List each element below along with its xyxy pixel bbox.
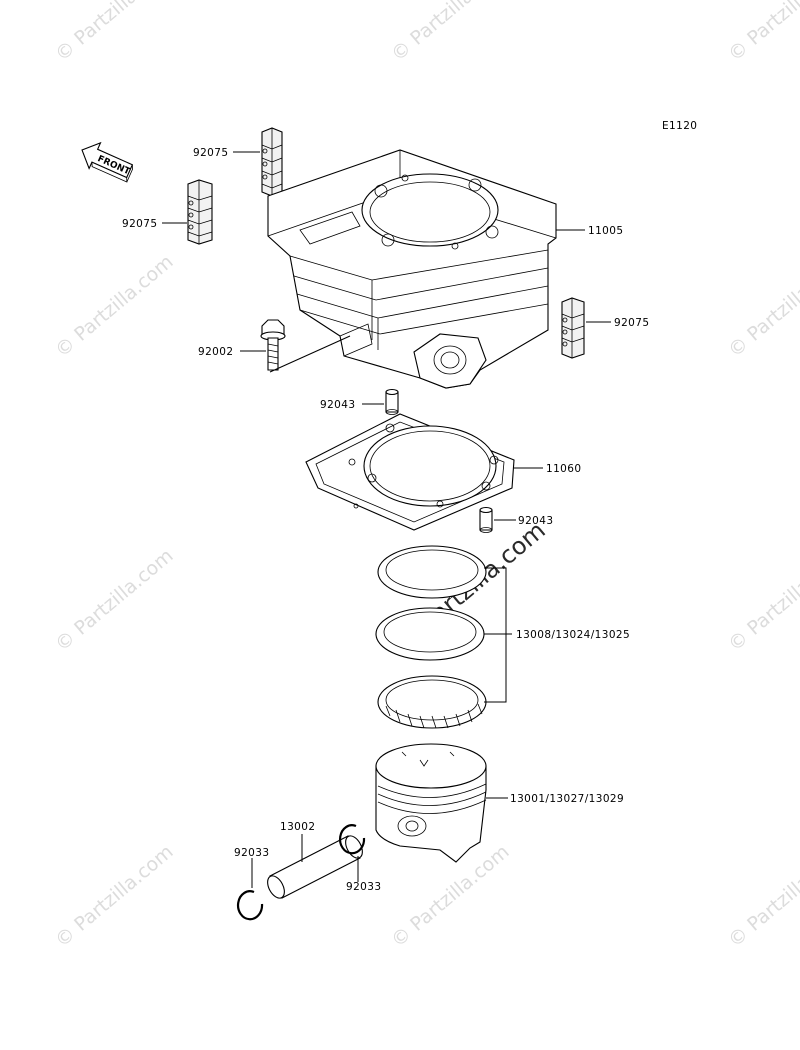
label-clip-left: 92033 [234, 847, 269, 859]
watermark: © Partzilla.com [724, 841, 800, 952]
label-bolt: 92002 [198, 346, 233, 358]
label-gasket: 11060 [546, 463, 581, 475]
watermark: © Partzilla.com [724, 545, 800, 656]
label-clamp-top: 92075 [193, 147, 228, 159]
watermark: © Partzilla.com [387, 0, 513, 66]
leader-bolt-hole [269, 335, 351, 373]
watermark: © Partzilla.com [724, 0, 800, 66]
clamp-right-icon [561, 297, 585, 359]
label-pin: 13002 [280, 821, 315, 833]
cylinder-icon [267, 149, 557, 389]
label-clamp-left: 92075 [122, 218, 157, 230]
clip-left-icon [236, 890, 264, 921]
label-piston: 13001/13027/13029 [510, 793, 624, 805]
dowel-top-icon [385, 388, 399, 415]
clamp-left-icon [187, 179, 213, 245]
label-clamp-right: 92075 [614, 317, 649, 329]
front-arrow-icon: FRONT [81, 141, 134, 183]
piston-pin-icon [267, 835, 363, 899]
label-dowel-top: 92043 [320, 399, 355, 411]
diagram-code: E1120 [662, 120, 697, 132]
label-clip-right: 92033 [346, 881, 381, 893]
piston-icon [375, 743, 487, 863]
watermark: © Partzilla.com [724, 251, 800, 362]
watermark: © Partzilla.com [51, 545, 177, 656]
clip-right-icon [338, 824, 366, 855]
watermark: © Partzilla.com [51, 841, 177, 952]
piston-rings-icon [375, 545, 487, 729]
leader-rings [484, 567, 512, 703]
label-rings: 13008/13024/13025 [516, 629, 630, 641]
clamp-top-icon [261, 127, 283, 197]
gasket-icon [305, 413, 515, 531]
bolt-icon [260, 319, 286, 371]
dowel-bottom-icon [479, 506, 493, 533]
watermark: © Partzilla.com [51, 0, 177, 66]
label-cylinder: 11005 [588, 225, 623, 237]
watermark: © Partzilla.com [51, 251, 177, 362]
label-dowel-bottom: 92043 [518, 515, 553, 527]
